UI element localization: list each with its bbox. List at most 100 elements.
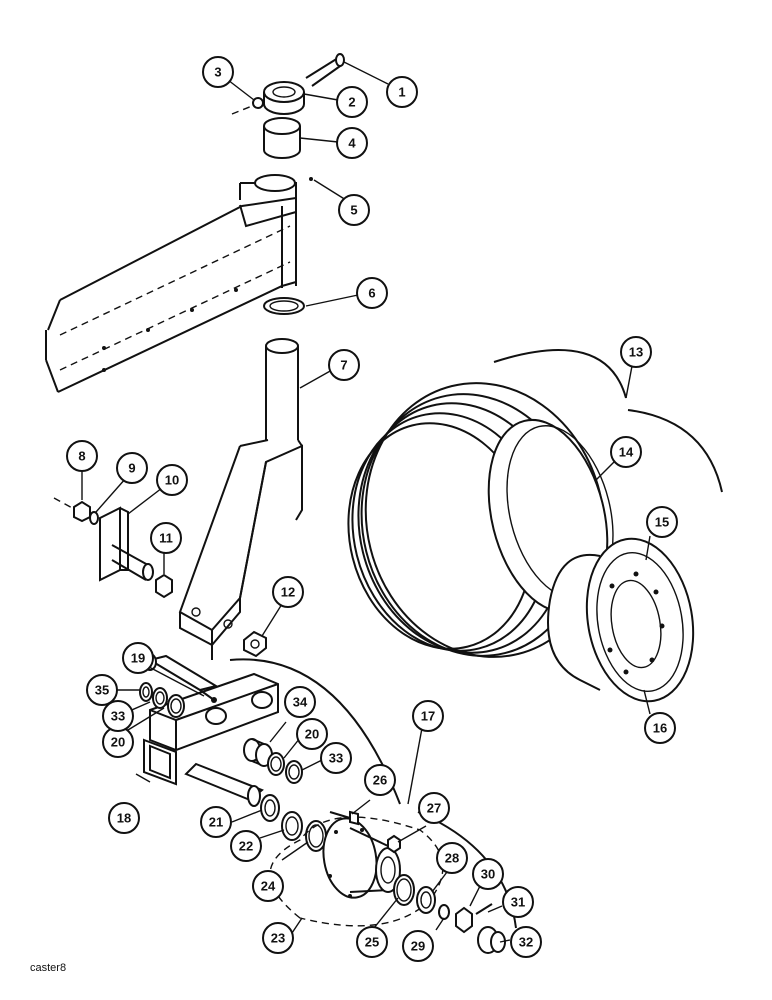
callout-13-label: 13 xyxy=(629,345,643,360)
thrust-washer xyxy=(263,297,305,315)
callout-27-label: 27 xyxy=(427,801,441,816)
callout-9: 9 xyxy=(116,452,148,484)
bearing-cone-22 xyxy=(281,811,303,841)
callout-8: 8 xyxy=(66,440,98,472)
callout-3: 3 xyxy=(202,56,234,88)
dust-cap-32 xyxy=(477,926,506,954)
callout-12: 12 xyxy=(272,576,304,608)
callout-6-label: 6 xyxy=(368,286,375,301)
callout-31-label: 31 xyxy=(511,895,525,910)
callout-12-label: 12 xyxy=(281,585,295,600)
callout-27: 27 xyxy=(418,792,450,824)
callout-34-label: 34 xyxy=(293,695,308,710)
callout-15: 15 xyxy=(646,506,678,538)
callout-14-label: 14 xyxy=(619,445,634,460)
callout-35: 35 xyxy=(86,674,118,706)
bearing-cone-28 xyxy=(416,886,436,914)
callout-8-label: 8 xyxy=(78,449,85,464)
pivot-cap-collar xyxy=(263,81,305,115)
drawing-id-caption: caster8 xyxy=(30,962,67,974)
callout-20-right: 20 xyxy=(296,718,328,750)
callout-16: 16 xyxy=(644,712,676,744)
axle-beam xyxy=(143,672,279,786)
tire xyxy=(347,382,614,658)
callout-24-label: 24 xyxy=(261,879,276,894)
callout-33-left: 33 xyxy=(102,700,134,732)
axle-nut xyxy=(155,573,173,599)
callout-31: 31 xyxy=(502,886,534,918)
hex-bolt xyxy=(53,497,91,523)
callout-2-label: 2 xyxy=(348,95,355,110)
callout-25-label: 25 xyxy=(365,935,379,950)
bearing-cup-24 xyxy=(305,820,327,852)
bushing-34 xyxy=(243,738,273,767)
callout-1-label: 1 xyxy=(398,85,405,100)
callout-32-label: 32 xyxy=(519,935,533,950)
caster-spindle-fork xyxy=(178,338,303,660)
cotter-pin-31 xyxy=(475,903,493,915)
set-screw xyxy=(231,97,264,115)
axle-bolt-plate xyxy=(99,506,154,582)
bushing-20-right xyxy=(267,752,285,776)
callout-17: 17 xyxy=(412,700,444,732)
callout-19-label: 19 xyxy=(131,651,145,666)
callout-4-label: 4 xyxy=(348,136,356,151)
lower-spindle xyxy=(184,762,264,807)
callout-18: 18 xyxy=(108,802,140,834)
bearing-cup-25 xyxy=(393,874,415,906)
callout-33-left-label: 33 xyxy=(111,709,125,724)
wheel-bolt-26 xyxy=(329,810,359,826)
seal-33-right xyxy=(285,760,303,784)
callout-22-label: 22 xyxy=(239,839,253,854)
slotted-nut-30 xyxy=(455,906,473,934)
callout-30-label: 30 xyxy=(481,867,495,882)
callout-11: 11 xyxy=(150,522,182,554)
callout-20-right-label: 20 xyxy=(305,727,319,742)
callout-11-label: 11 xyxy=(159,531,173,546)
callout-32: 32 xyxy=(510,926,542,958)
spindle-nut xyxy=(243,630,267,658)
callout-10: 10 xyxy=(156,464,188,496)
callout-9-label: 9 xyxy=(128,461,135,476)
seal-35 xyxy=(139,682,153,702)
callout-17-label: 17 xyxy=(421,709,435,724)
wheel-assembly-bracket xyxy=(493,349,723,493)
wheel-rim xyxy=(547,537,695,703)
hub-23 xyxy=(269,816,444,927)
bushing-20-left xyxy=(167,694,185,718)
seal-21 xyxy=(260,794,280,822)
lock-washer xyxy=(89,511,99,525)
callout-35-label: 35 xyxy=(95,683,109,698)
callout-1: 1 xyxy=(386,76,418,108)
callout-28-label: 28 xyxy=(445,851,459,866)
callout-16-label: 16 xyxy=(653,721,667,736)
callout-7: 7 xyxy=(328,349,360,381)
callout-13: 13 xyxy=(620,336,652,368)
callout-23: 23 xyxy=(262,922,294,954)
callout-2: 2 xyxy=(336,86,368,118)
callout-14: 14 xyxy=(610,436,642,468)
callout-34: 34 xyxy=(284,686,316,718)
callout-20-left: 20 xyxy=(102,726,134,758)
callout-21: 21 xyxy=(200,806,232,838)
callout-24: 24 xyxy=(252,870,284,902)
pivot-sleeve-bushing xyxy=(263,117,301,159)
pivot-pin xyxy=(305,53,345,87)
callout-7-label: 7 xyxy=(340,358,347,373)
callout-26: 26 xyxy=(364,764,396,796)
callout-29: 29 xyxy=(402,930,434,962)
grease-fitting xyxy=(309,177,313,181)
callout-23-label: 23 xyxy=(271,931,285,946)
callout-3-label: 3 xyxy=(214,65,221,80)
callout-4: 4 xyxy=(336,127,368,159)
callout-18-label: 18 xyxy=(117,811,131,826)
callout-25: 25 xyxy=(356,926,388,958)
callout-28: 28 xyxy=(436,842,468,874)
callout-10-label: 10 xyxy=(165,473,179,488)
callout-30: 30 xyxy=(472,858,504,890)
frame-tube xyxy=(45,174,297,393)
callout-20-left-label: 20 xyxy=(111,735,125,750)
seal-33-left xyxy=(152,687,168,709)
lug-nut-27 xyxy=(387,834,401,854)
